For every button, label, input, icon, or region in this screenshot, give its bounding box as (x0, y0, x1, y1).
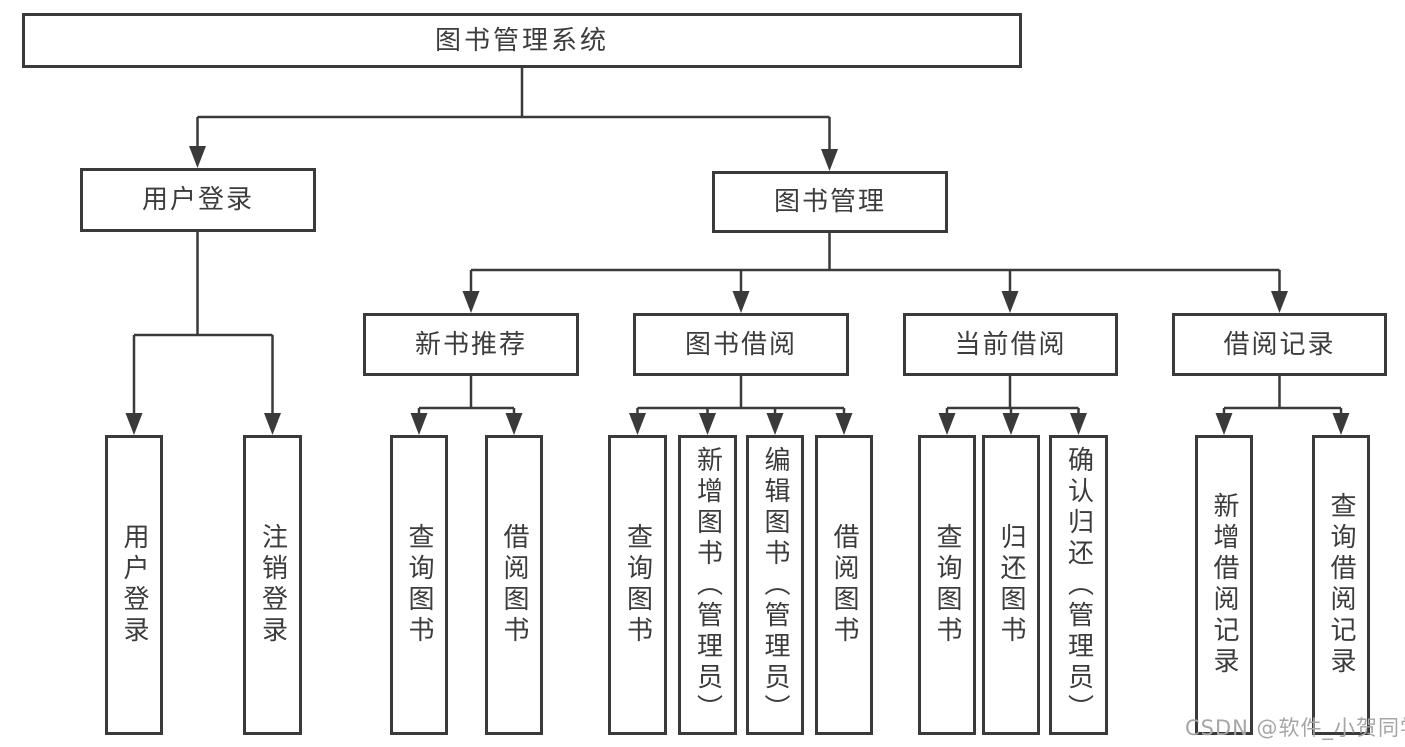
leaf-return-books: 归还图书 (982, 435, 1040, 735)
leaf-query-borrow-record: 查询借阅记录 (1312, 435, 1370, 735)
node-new-book-recommend: 新书推荐 (363, 313, 579, 376)
node-book-management: 图书管理 (712, 171, 948, 233)
leaf-add-books-admin: 新增图书（管理员） (678, 435, 737, 735)
node-borrow-records-label: 借阅记录 (1223, 329, 1336, 360)
leaf-query-books-borrow: 查询图书 (608, 435, 667, 735)
leaf-add-borrow-record: 新增借阅记录 (1195, 435, 1253, 735)
node-current-borrow-label: 当前借阅 (954, 329, 1067, 360)
node-book-borrow-label: 图书借阅 (684, 329, 797, 360)
leaf-confirm-return-admin: 确认归还（管理员） (1049, 435, 1108, 735)
csdn-watermark: CSDN @软件_小贺同学 (1185, 716, 1405, 740)
node-library-system-label: 图书管理系统 (434, 25, 609, 56)
leaf-query-books-recommend: 查询图书 (390, 435, 448, 735)
node-book-borrow: 图书借阅 (633, 313, 849, 376)
leaf-user-login: 用户登录 (105, 435, 163, 735)
node-user-login: 用户登录 (80, 168, 316, 232)
node-user-login-label: 用户登录 (141, 185, 254, 215)
leaf-query-books-current: 查询图书 (918, 435, 976, 735)
leaf-borrow-books-recommend: 借阅图书 (485, 435, 543, 735)
arrowheads (125, 146, 1350, 435)
leaf-logout: 注销登录 (243, 435, 302, 735)
leaf-edit-books-admin: 编辑图书（管理员） (746, 435, 804, 735)
node-book-management-label: 图书管理 (773, 187, 886, 217)
node-library-system: 图书管理系统 (22, 13, 1022, 68)
node-current-borrow: 当前借阅 (903, 313, 1118, 376)
node-new-book-recommend-label: 新书推荐 (414, 329, 527, 360)
leaf-borrow-books: 借阅图书 (815, 435, 873, 735)
node-borrow-records: 借阅记录 (1172, 313, 1387, 376)
